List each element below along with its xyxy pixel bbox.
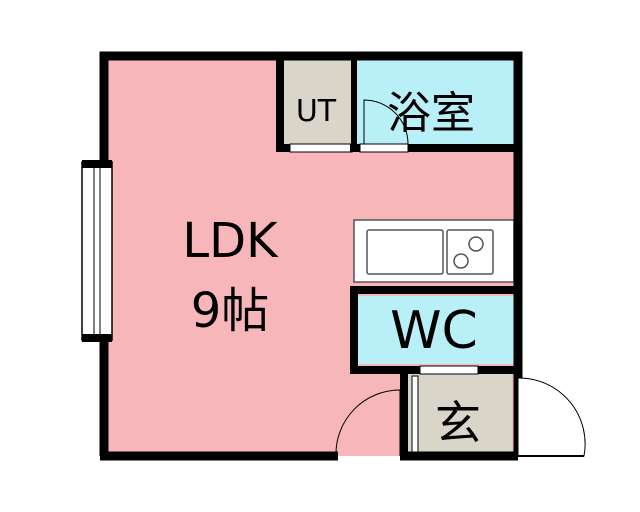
ldk-label: LDK bbox=[182, 213, 279, 269]
entrance-door-swing bbox=[517, 377, 586, 457]
bath-floor bbox=[356, 60, 514, 144]
entrance-label: 玄 bbox=[435, 396, 481, 450]
window bbox=[81, 161, 113, 341]
utility-label: UT bbox=[296, 94, 337, 129]
kitchen-stove bbox=[446, 229, 494, 275]
utility-floor bbox=[284, 60, 352, 144]
toilet-floor bbox=[358, 296, 514, 364]
bath-door-opening bbox=[359, 143, 409, 153]
stove-burner-icon bbox=[468, 236, 484, 252]
utility-door-opening bbox=[289, 143, 353, 153]
bath-label: 浴室 bbox=[387, 88, 475, 139]
entrance-floor bbox=[408, 370, 512, 456]
ldk-door-swing bbox=[335, 389, 401, 457]
bath-door-swing bbox=[363, 99, 409, 145]
kitchen-sink bbox=[366, 229, 444, 275]
ldk-size-label: 9帖 bbox=[191, 283, 270, 339]
window-frame-bottom bbox=[82, 334, 112, 342]
window-frame-top bbox=[82, 160, 112, 168]
toilet-label: WC bbox=[390, 301, 478, 361]
entrance-step bbox=[411, 375, 419, 453]
toilet-door-opening bbox=[419, 365, 479, 375]
stove-burner-icon bbox=[453, 253, 469, 269]
